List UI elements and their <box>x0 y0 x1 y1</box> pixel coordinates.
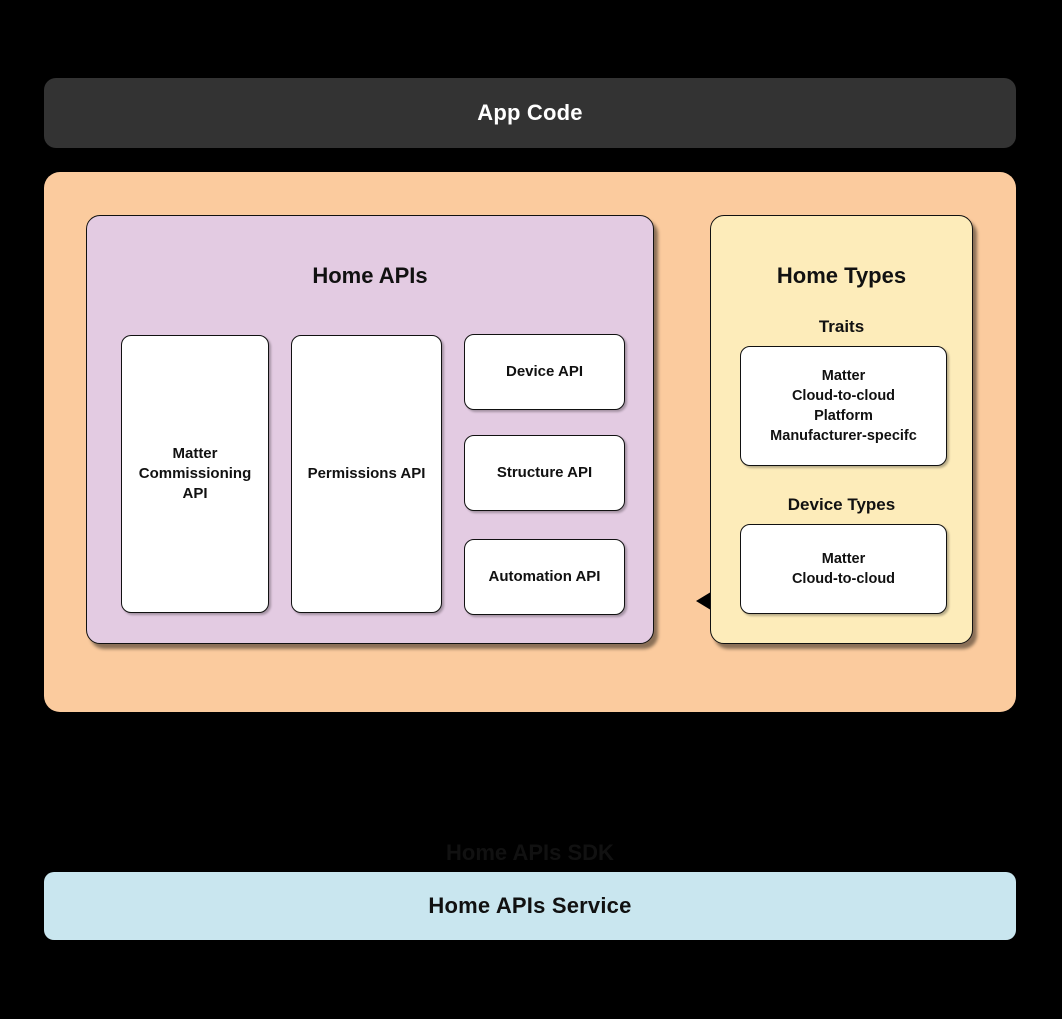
home-apis-service-label: Home APIs Service <box>428 893 632 918</box>
home-apis-title: Home APIs <box>312 263 428 288</box>
device-api-box: Device API <box>464 334 625 410</box>
home-types-panel: Home Types Traits Matter Cloud-to-cloud … <box>710 215 973 644</box>
traits-item: Matter <box>821 368 866 384</box>
permissions-api-label: Permissions API <box>307 465 426 482</box>
app-code-label: App Code <box>477 100 583 125</box>
structure-api-label: Structure API <box>496 464 593 481</box>
device-api-label: Device API <box>506 363 583 380</box>
matter-commissioning-api-line: API <box>182 485 208 502</box>
traits-section-label: Traits <box>818 317 865 336</box>
app-code-box: App Code <box>44 78 1016 148</box>
traits-item: Manufacturer-specifc <box>770 428 917 444</box>
matter-commissioning-api-box: Matter Commissioning API <box>121 335 269 613</box>
home-apis-sdk-box: Home APIs Matter Commissioning API Permi… <box>44 172 1016 865</box>
permissions-api-box: Permissions API <box>291 335 442 613</box>
device-types-item: Matter <box>821 551 866 567</box>
home-apis-service-box: Home APIs Service <box>44 872 1016 940</box>
traits-item: Cloud-to-cloud <box>791 388 896 404</box>
device-types-item: Cloud-to-cloud <box>791 571 896 587</box>
automation-api-box: Automation API <box>464 539 625 615</box>
home-apis-sdk-label: Home APIs SDK <box>446 840 614 865</box>
automation-api-label: Automation API <box>488 568 601 585</box>
traits-box: Matter Cloud-to-cloud Platform Manufactu… <box>740 346 947 466</box>
matter-commissioning-api-line: Commissioning <box>138 465 252 482</box>
device-types-box: Matter Cloud-to-cloud <box>740 524 947 614</box>
matter-commissioning-api-line: Matter <box>172 445 218 462</box>
home-apis-panel: Home APIs Matter Commissioning API Permi… <box>86 215 654 644</box>
traits-item: Platform <box>814 408 873 424</box>
home-types-title: Home Types <box>776 263 907 288</box>
structure-api-box: Structure API <box>464 435 625 511</box>
device-types-section-label: Device Types <box>787 495 896 514</box>
